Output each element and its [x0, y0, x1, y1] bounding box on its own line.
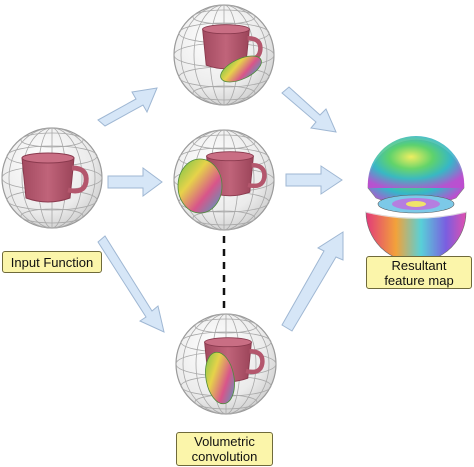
input-sphere — [1, 127, 103, 229]
conv-sphere-middle — [173, 129, 275, 231]
arrow-input-to-bottom — [97, 235, 165, 333]
arrow-middle-to-result — [285, 165, 343, 195]
kernel-shape — [205, 351, 235, 405]
arrow-input-to-middle — [107, 167, 163, 197]
kernel-shape — [220, 55, 262, 83]
conv-sphere-bottom — [175, 313, 277, 415]
resultant-feature-map-label: Resultant feature map — [366, 256, 472, 289]
arrow-bottom-to-result — [281, 231, 344, 332]
arrow-top-to-result — [281, 86, 337, 133]
conv-sphere-top — [173, 4, 275, 106]
volumetric-convolution-label: Volumetric convolution — [176, 432, 273, 466]
arrow-input-to-top — [97, 87, 158, 127]
kernel-shape — [177, 158, 223, 214]
input-function-label: Input Function — [2, 251, 102, 273]
feature-map-sphere — [365, 135, 467, 263]
